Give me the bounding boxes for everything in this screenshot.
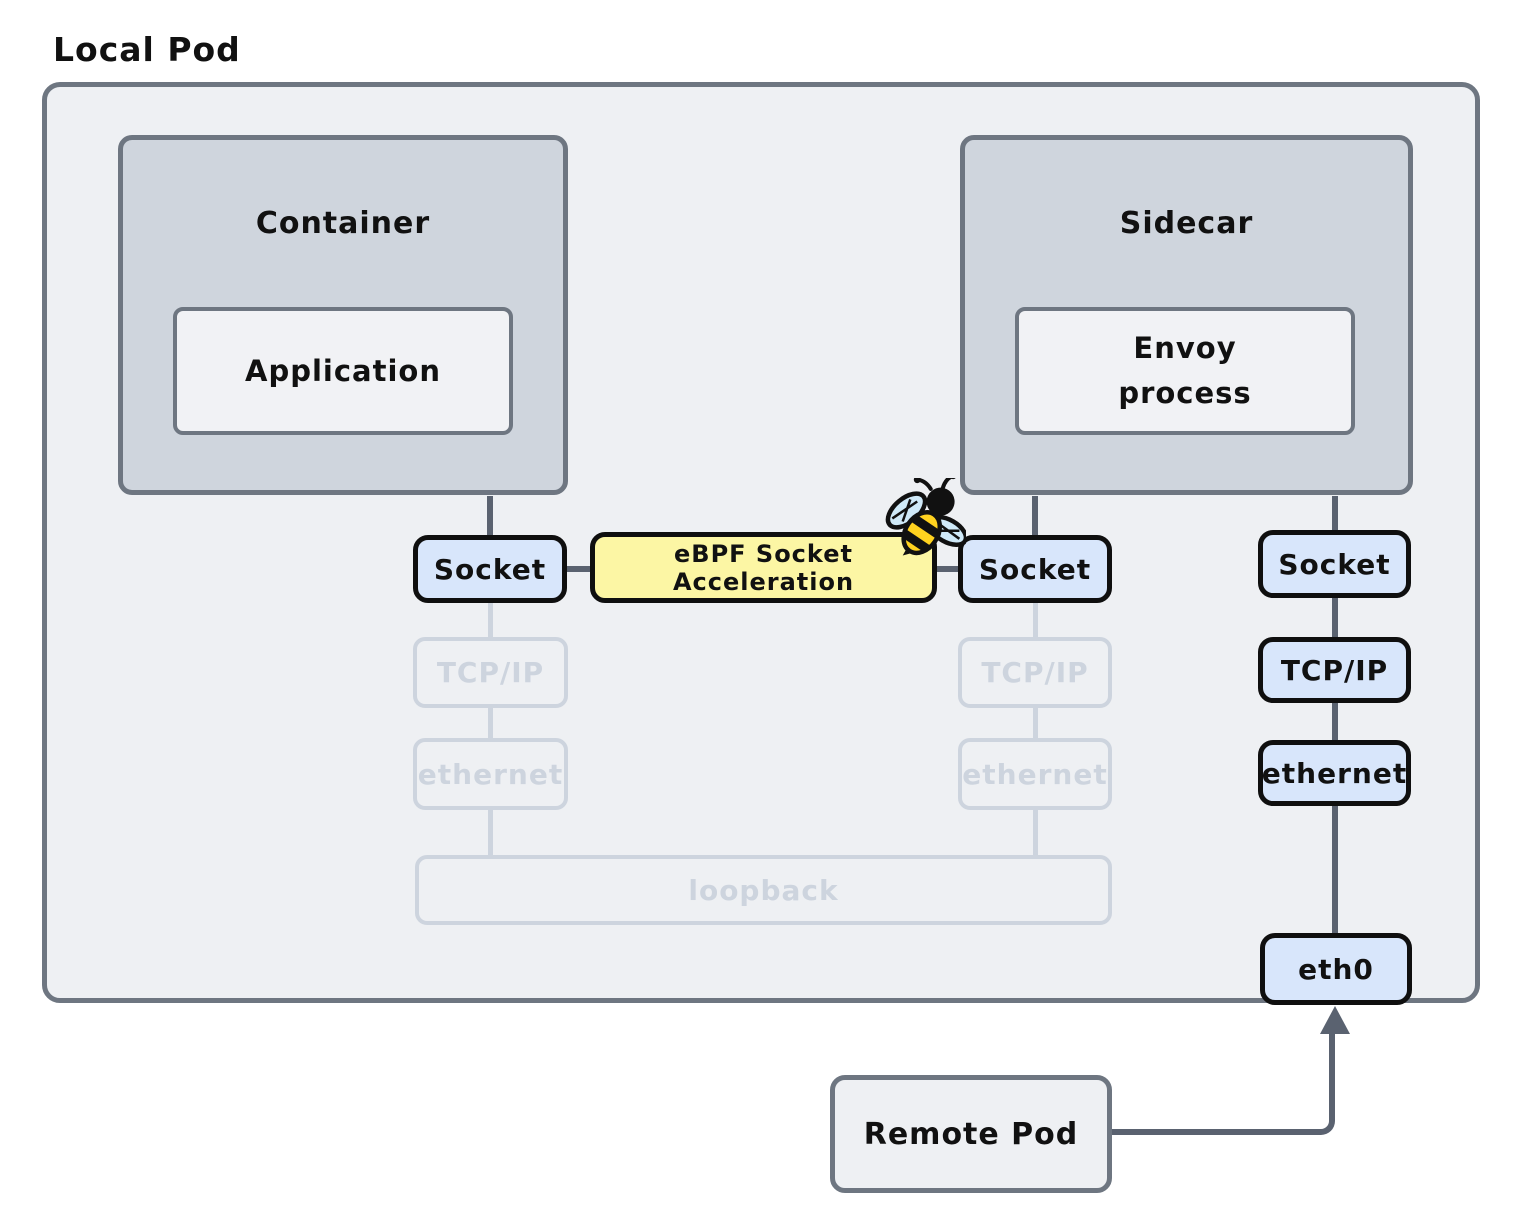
edge-remotepod-to-eth0	[1112, 1032, 1335, 1135]
sidecar-label: Sidecar	[1119, 206, 1254, 241]
loopback-faded-label: loopback	[688, 873, 839, 907]
tcpip-faded-mid-box: TCP/IP	[958, 637, 1112, 708]
socket-sidecar-outer-label: Socket	[1278, 547, 1391, 581]
ethernet-faded-left-box: ethernet	[413, 738, 568, 810]
ethernet-box: ethernet	[1258, 740, 1411, 806]
edge-container-to-socket	[487, 496, 493, 538]
remote-pod-label: Remote Pod	[863, 1116, 1079, 1152]
ethernet-faded-mid-label: ethernet	[962, 757, 1108, 791]
tcpip-faded-mid-label: TCP/IP	[981, 656, 1089, 689]
application-label: Application	[245, 354, 441, 388]
ethernet-faded-mid-box: ethernet	[958, 738, 1112, 810]
arrowhead-up-icon	[1320, 1006, 1350, 1034]
tcpip-faded-left-box: TCP/IP	[413, 637, 568, 708]
edge-tcpip-to-ethernet	[1332, 701, 1338, 742]
edge-faded-tcpip-ethernet-mid	[1033, 707, 1038, 740]
ebpf-socket-acceleration-box: eBPF Socket Acceleration	[590, 532, 937, 603]
edge-faded-socket-tcpip-left	[488, 601, 493, 639]
application-box: Application	[173, 307, 513, 435]
ethernet-label: ethernet	[1261, 756, 1408, 790]
eth0-box: eth0	[1260, 933, 1412, 1005]
container-label: Container	[255, 206, 431, 241]
tcpip-box: TCP/IP	[1258, 637, 1411, 703]
socket-sidecar-inner-label: Socket	[978, 552, 1092, 586]
edge-faded-tcpip-ethernet-left	[488, 707, 493, 740]
edge-ethernet-to-eth0	[1332, 804, 1338, 935]
diagram-title: Local Pod	[53, 30, 241, 69]
socket-app-label: Socket	[433, 552, 547, 586]
socket-sidecar-inner-box: Socket	[958, 535, 1112, 603]
edge-socket-to-ebpf	[565, 566, 592, 572]
ethernet-faded-left-label: ethernet	[417, 757, 564, 791]
ebpf-socket-acceleration-label: eBPF Socket Acceleration	[672, 539, 855, 596]
edge-ebpf-to-socket	[935, 566, 960, 572]
edge-faded-ethernet-loopback-left	[488, 808, 493, 857]
socket-sidecar-outer-box: Socket	[1258, 530, 1411, 598]
socket-app-box: Socket	[413, 535, 567, 603]
tcpip-label: TCP/IP	[1280, 653, 1389, 687]
edge-faded-ethernet-loopback-mid	[1033, 808, 1038, 857]
edge-socket-to-tcpip	[1332, 595, 1338, 639]
remote-pod-box: Remote Pod	[830, 1075, 1112, 1193]
envoy-process-box: Envoy process	[1015, 307, 1355, 435]
edge-sidecar-to-socket-inner	[1032, 496, 1038, 538]
tcpip-faded-left-label: TCP/IP	[436, 656, 545, 689]
loopback-faded-box: loopback	[415, 855, 1112, 925]
edge-faded-socket-tcpip-mid	[1033, 601, 1038, 639]
edge-sidecar-to-socket-outer	[1332, 496, 1338, 532]
bee-icon	[885, 478, 966, 558]
envoy-process-label: Envoy process	[1118, 331, 1252, 410]
eth0-label: eth0	[1298, 952, 1374, 986]
